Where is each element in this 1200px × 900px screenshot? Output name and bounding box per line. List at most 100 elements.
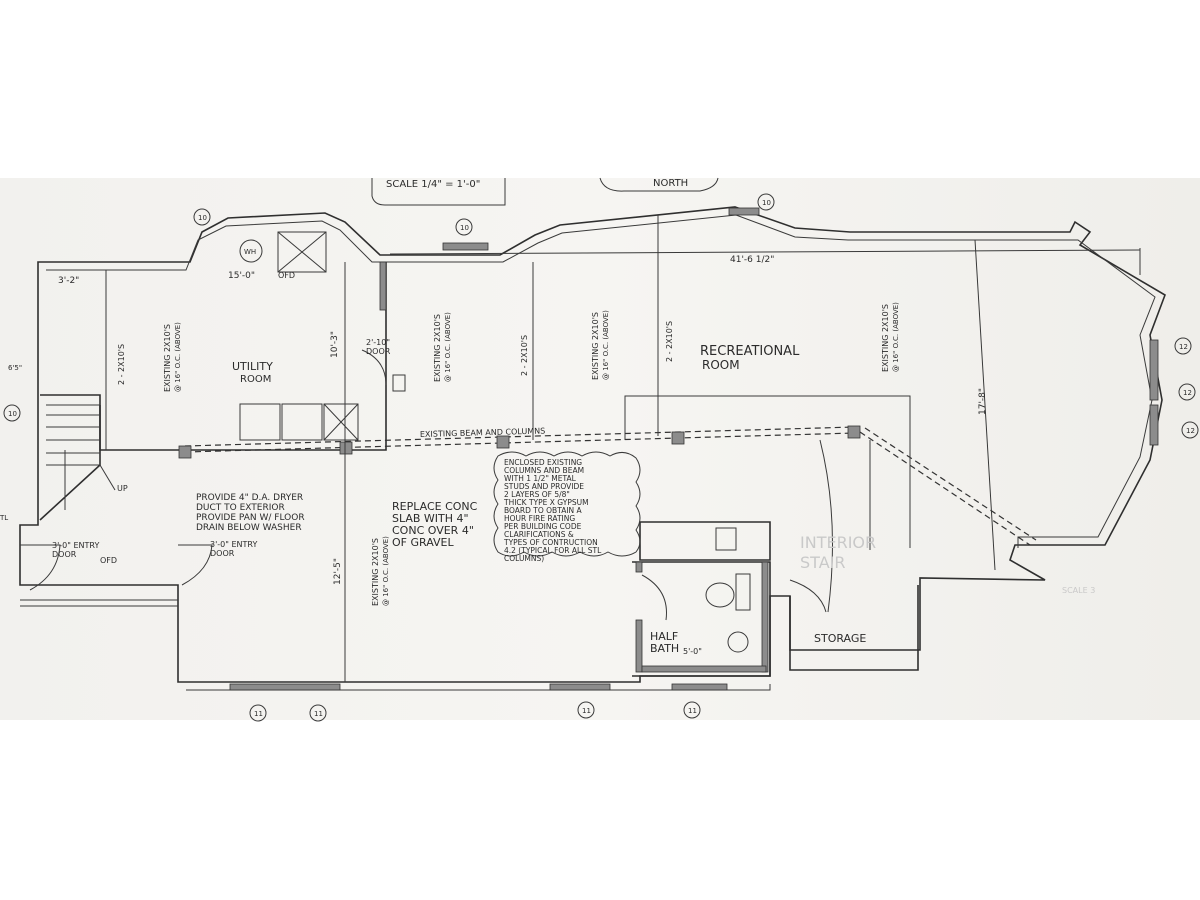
- steel-columns: [178, 425, 861, 459]
- utility-door-swing: [361, 349, 387, 386]
- joist-existing-4: EXISTING 2X10'S @ 16" O.C. (ABOVE): [881, 302, 900, 372]
- window-north-2: [728, 207, 760, 216]
- bath-wall-fill-1: [635, 561, 643, 573]
- svg-text:@ 16" O.C. (ABOVE): @ 16" O.C. (ABOVE): [602, 310, 610, 380]
- joist-existing-1: EXISTING 2X10'S @ 16" O.C. (ABOVE): [163, 322, 182, 392]
- svg-text:DRAIN BELOW WASHER: DRAIN BELOW WASHER: [196, 523, 302, 533]
- svg-text:4.2 (TYPICAL FOR ALL STL: 4.2 (TYPICAL FOR ALL STL: [504, 546, 602, 555]
- ofd-label-2: OFD: [100, 556, 117, 565]
- entry-door-right: [178, 544, 213, 586]
- half-bath-label: HALF BATH: [650, 630, 679, 655]
- toilet: [705, 582, 735, 608]
- utility-wall-east: [240, 262, 387, 451]
- south-wall-outer: [186, 684, 771, 691]
- joist-existing-3: EXISTING 2X10'S @ 16" O.C. (ABOVE): [591, 310, 610, 380]
- window-tag-10a: 10: [198, 214, 207, 222]
- sink: [715, 527, 737, 551]
- window-tag-10d: 10: [8, 410, 17, 418]
- svg-text:CONC OVER 4": CONC OVER 4": [392, 524, 474, 537]
- svg-text:ROOM: ROOM: [702, 358, 740, 372]
- stair-curve: [819, 439, 833, 613]
- bath-door-swing: [641, 574, 667, 621]
- washer-dryer: [239, 403, 359, 441]
- dim-15-0: 15'-0": [228, 271, 255, 281]
- svg-text:SLAB WITH 4": SLAB WITH 4": [392, 512, 469, 525]
- svg-text:PROVIDE 4" D.A. DRYER: PROVIDE 4" D.A. DRYER: [196, 493, 303, 503]
- utility-wall-fill: [379, 261, 387, 311]
- diagonal-beam-2: [864, 427, 1037, 541]
- joist-existing-5: EXISTING 2X10'S @ 16" O.C. (ABOVE): [371, 536, 390, 606]
- window-tag-11c: 11: [582, 707, 591, 715]
- svg-text:DOOR: DOOR: [210, 549, 235, 558]
- joist-label-2: 2 - 2X10'S: [520, 335, 529, 376]
- window-south-3: [671, 683, 728, 691]
- window-south-1: [229, 683, 341, 691]
- svg-text:3'-0" ENTRY: 3'-0" ENTRY: [52, 541, 99, 550]
- window-tag-11b: 11: [314, 710, 323, 718]
- svg-text:OF GRAVEL: OF GRAVEL: [392, 536, 454, 549]
- ofd-label-1: OFD: [278, 271, 295, 280]
- window-tag-10c: 10: [762, 199, 771, 207]
- water-heater-label: WH: [244, 248, 256, 256]
- bath-vanity-counter: [639, 521, 771, 561]
- window-tag-11d: 11: [688, 707, 697, 715]
- joist-label-3: 2 - 2X10'S: [665, 321, 674, 362]
- svg-text:@ 16" O.C. (ABOVE): @ 16" O.C. (ABOVE): [444, 312, 452, 382]
- svg-text:EXISTING 2X10'S: EXISTING 2X10'S: [371, 538, 380, 606]
- door-tag-1: [392, 374, 406, 392]
- water-heater: [239, 239, 263, 263]
- exterior-wall-inner: [46, 214, 1156, 548]
- svg-text:HOUR FIRE RATING: HOUR FIRE RATING: [504, 514, 575, 523]
- utility-room-label: UTILITY ROOM: [232, 360, 273, 385]
- stair: [39, 394, 116, 521]
- window-tag-10b: 10: [460, 224, 469, 232]
- beam-label: EXISTING BEAM AND COLUMNS: [420, 427, 546, 439]
- dim-line-17-8: [974, 239, 996, 571]
- entry-door-right-label: 3'-0" ENTRY DOOR: [210, 540, 257, 558]
- bath-wall-fill-4: [641, 665, 767, 673]
- window-east-2: [1149, 404, 1159, 446]
- joist-label-utility-a: 2 - 2X10'S: [117, 344, 126, 385]
- svg-text:COLUMNS): COLUMNS): [504, 554, 544, 563]
- svg-text:COLUMNS AND BEAM: COLUMNS AND BEAM: [504, 466, 584, 475]
- svg-text:EXISTING 2X10'S: EXISTING 2X10'S: [433, 314, 442, 382]
- dryer-note: PROVIDE 4" D.A. DRYER DUCT TO EXTERIOR P…: [196, 493, 305, 533]
- window-tags: [3, 193, 1199, 722]
- svg-text:2 LAYERS OF 5/8": 2 LAYERS OF 5/8": [504, 490, 570, 499]
- existing-beam-2: [184, 426, 856, 447]
- svg-text:DOOR: DOOR: [366, 347, 391, 356]
- svg-text:TYPES OF CONTRUCTION: TYPES OF CONTRUCTION: [503, 538, 598, 547]
- window-tag-11a: 11: [254, 710, 263, 718]
- faint-scale-label: SCALE 3: [1062, 586, 1095, 595]
- diagonal-beam: [859, 431, 1031, 546]
- entry-door-left-label: 3'-0" ENTRY DOOR: [52, 541, 99, 559]
- stair-up-label: UP: [117, 484, 128, 493]
- svg-text:INTERIOR: INTERIOR: [800, 533, 876, 552]
- svg-text:EXISTING 2X10'S: EXISTING 2X10'S: [163, 324, 172, 392]
- svg-text:3'-0" ENTRY: 3'-0" ENTRY: [210, 540, 257, 549]
- svg-text:UTILITY: UTILITY: [232, 360, 273, 373]
- column-note-cloud: [493, 451, 641, 557]
- bath-walls: [632, 561, 771, 677]
- exterior-wall: [19, 206, 1166, 683]
- svg-text:BOARD TO OBTAIN A: BOARD TO OBTAIN A: [504, 506, 583, 515]
- scale-label: SCALE 1/4" = 1'-0": [386, 179, 480, 190]
- svg-text:@ 16" O.C. (ABOVE): @ 16" O.C. (ABOVE): [892, 302, 900, 372]
- window-tag-12b: 12: [1183, 389, 1192, 397]
- column-note: ENCLOSED EXISTING COLUMNS AND BEAM WITH …: [503, 458, 602, 563]
- stair-opening: [624, 395, 911, 548]
- window-south-2: [549, 683, 611, 691]
- bath-sink: [727, 631, 749, 653]
- dim-17-8: 17'-8": [978, 388, 988, 415]
- dim-3-2: 3'-2": [58, 276, 79, 286]
- svg-text:EXISTING 2X10'S: EXISTING 2X10'S: [591, 312, 600, 380]
- window-tag-12a: 12: [1179, 343, 1188, 351]
- svg-text:@ 16" O.C. (ABOVE): @ 16" O.C. (ABOVE): [382, 536, 390, 606]
- slab-note: REPLACE CONC SLAB WITH 4" CONC OVER 4" O…: [392, 500, 478, 549]
- svg-text:RECREATIONAL: RECREATIONAL: [700, 344, 800, 359]
- svg-text:THICK TYPE X GYPSUM: THICK TYPE X GYPSUM: [503, 498, 589, 507]
- svg-text:HALF: HALF: [650, 630, 678, 643]
- laundry-tub: [277, 231, 327, 273]
- window-north-1: [442, 242, 489, 251]
